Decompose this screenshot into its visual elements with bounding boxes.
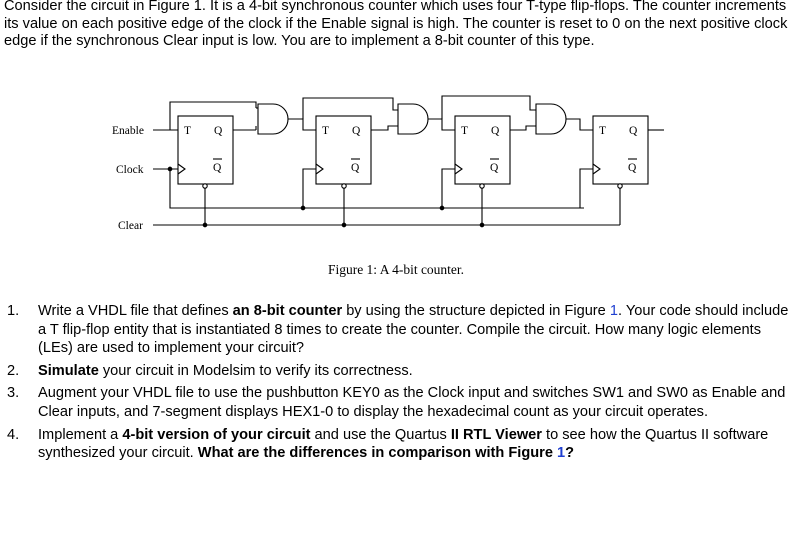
task-text: Augment your VHDL file to use the pushbu…: [38, 385, 786, 420]
figure-reference-link[interactable]: 1: [609, 303, 618, 319]
task-text: and use the Quartus: [310, 426, 451, 443]
task-number: 3.: [7, 385, 20, 402]
counter-circuit-figure: Enable Clock Clear T Q Q T Q Q T Q Q T Q…: [108, 86, 668, 246]
ff3-q-label: Q: [491, 125, 500, 137]
ff1-t-label: T: [184, 125, 191, 137]
task-number: 1.: [7, 303, 20, 319]
task-text: Simulate: [38, 362, 99, 379]
task-text: . Your code should include a T flip-flop…: [38, 303, 789, 357]
clock-label: Clock: [116, 164, 144, 176]
clear-label: Clear: [118, 220, 143, 232]
task-text: II RTL Viewer: [450, 426, 542, 443]
task-text: What are the differences in comparison w…: [197, 445, 558, 462]
task-text: an 8-bit counter: [232, 303, 343, 319]
ff4-q-label: Q: [629, 125, 638, 137]
task-text: Implement a: [38, 426, 123, 443]
ff2-qbar-label: Q: [351, 162, 360, 174]
figure-reference-link[interactable]: 1: [557, 445, 566, 462]
ff2-q-label: Q: [352, 125, 361, 137]
figure-caption-text: Figure 1: A 4-bit counter.: [327, 262, 465, 277]
task-text: by using the structure depicted in Figur…: [342, 303, 610, 319]
ff3-qbar-label: Q: [490, 162, 499, 174]
ff4-qbar-label: Q: [628, 162, 637, 174]
ff4-t-label: T: [599, 125, 606, 137]
task-number: 4.: [7, 426, 20, 443]
ff1-q-label: Q: [214, 125, 223, 137]
intro-paragraph: Consider the circuit in Figure 1. It is …: [4, 0, 788, 50]
ff3-t-label: T: [461, 125, 468, 137]
task-text: your circuit in Modelsim to verify its c…: [98, 362, 413, 379]
task-item: 1. Write a VHDL file that defines an 8-bi…: [0, 302, 790, 358]
ff1-qbar-label: Q: [213, 162, 222, 174]
task-text: ?: [565, 445, 575, 462]
task-item: 4. Implement a 4-bit version of your circ…: [0, 426, 790, 463]
enable-label: Enable: [112, 125, 144, 137]
figure-caption: Figure 1: A 4-bit counter.: [0, 262, 800, 278]
ff2-t-label: T: [322, 125, 329, 137]
task-item: 3. Augment your VHDL file to use the push…: [0, 384, 790, 421]
task-item: 2. Simulate your circuit in Modelsim to v…: [0, 362, 790, 381]
task-text: Write a VHDL file that defines: [38, 303, 233, 319]
task-text: to see how the Quartus II software synth…: [38, 426, 769, 462]
circuit-diagram: Enable Clock Clear T Q Q T Q Q T Q Q T Q…: [112, 95, 664, 232]
task-number: 2.: [7, 362, 20, 379]
task-text: 4-bit version of your circuit: [122, 426, 311, 443]
task-list: 1. Write a VHDL file that defines an 8-bi…: [0, 302, 790, 467]
